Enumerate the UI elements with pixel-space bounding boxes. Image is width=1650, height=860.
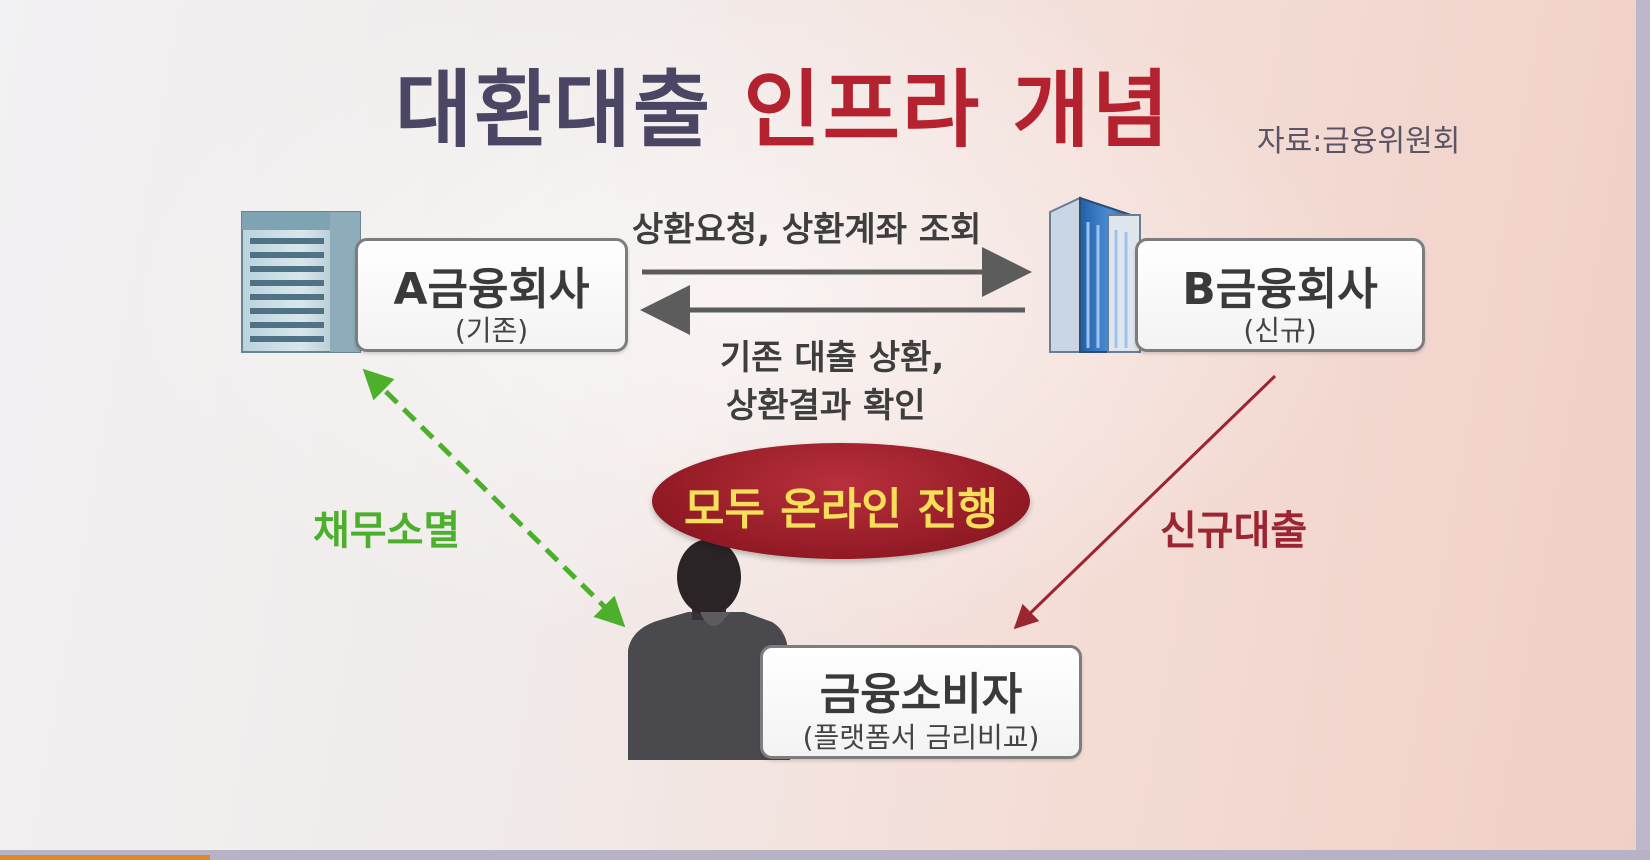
new-loan-arrow: [1013, 374, 1277, 630]
company-b-sub: (신규): [1243, 314, 1317, 347]
company-a-sub: (기존): [454, 314, 529, 347]
building-b-icon: [1049, 196, 1141, 353]
company-a-name: A금융회사: [393, 264, 590, 315]
debt-extinction-label: 채무소멸: [313, 508, 461, 554]
source-label: 자료:금융위원회: [1257, 124, 1461, 159]
bottom-edge-bar: [0, 850, 1650, 860]
company-b-box: B금융회사 (신규): [1135, 238, 1425, 352]
page-title: 대환대출 인프라 개념: [395, 60, 1171, 161]
consumer-box: 금융소비자 (플랫폼서 금리비교): [760, 645, 1082, 759]
company-b-name: B금융회사: [1182, 264, 1378, 315]
repay-label-line-2: 상환결과 확인: [726, 386, 926, 426]
title-part-1: 대환대출: [395, 61, 713, 159]
request-label: 상환요청, 상환계좌 조회: [632, 210, 982, 250]
online-badge: 모두 온라인 진행: [652, 443, 1030, 559]
consumer-name: 금융소비자: [819, 669, 1023, 720]
company-a-box: A금융회사 (기존): [355, 238, 628, 352]
title-part-2: 인프라 개념: [743, 61, 1172, 159]
repay-label-line-1: 기존 대출 상환,: [720, 338, 945, 378]
consumer-person-icon: [628, 539, 790, 760]
debt-extinction-arrow: [362, 368, 626, 628]
right-edge-bar: [1636, 0, 1650, 860]
building-a-icon: [241, 211, 361, 353]
online-badge-text: 모두 온라인 진행: [684, 484, 998, 535]
consumer-sub: (플랫폼서 금리비교): [802, 721, 1040, 754]
progress-accent: [0, 855, 210, 860]
new-loan-label: 신규대출: [1160, 508, 1308, 554]
